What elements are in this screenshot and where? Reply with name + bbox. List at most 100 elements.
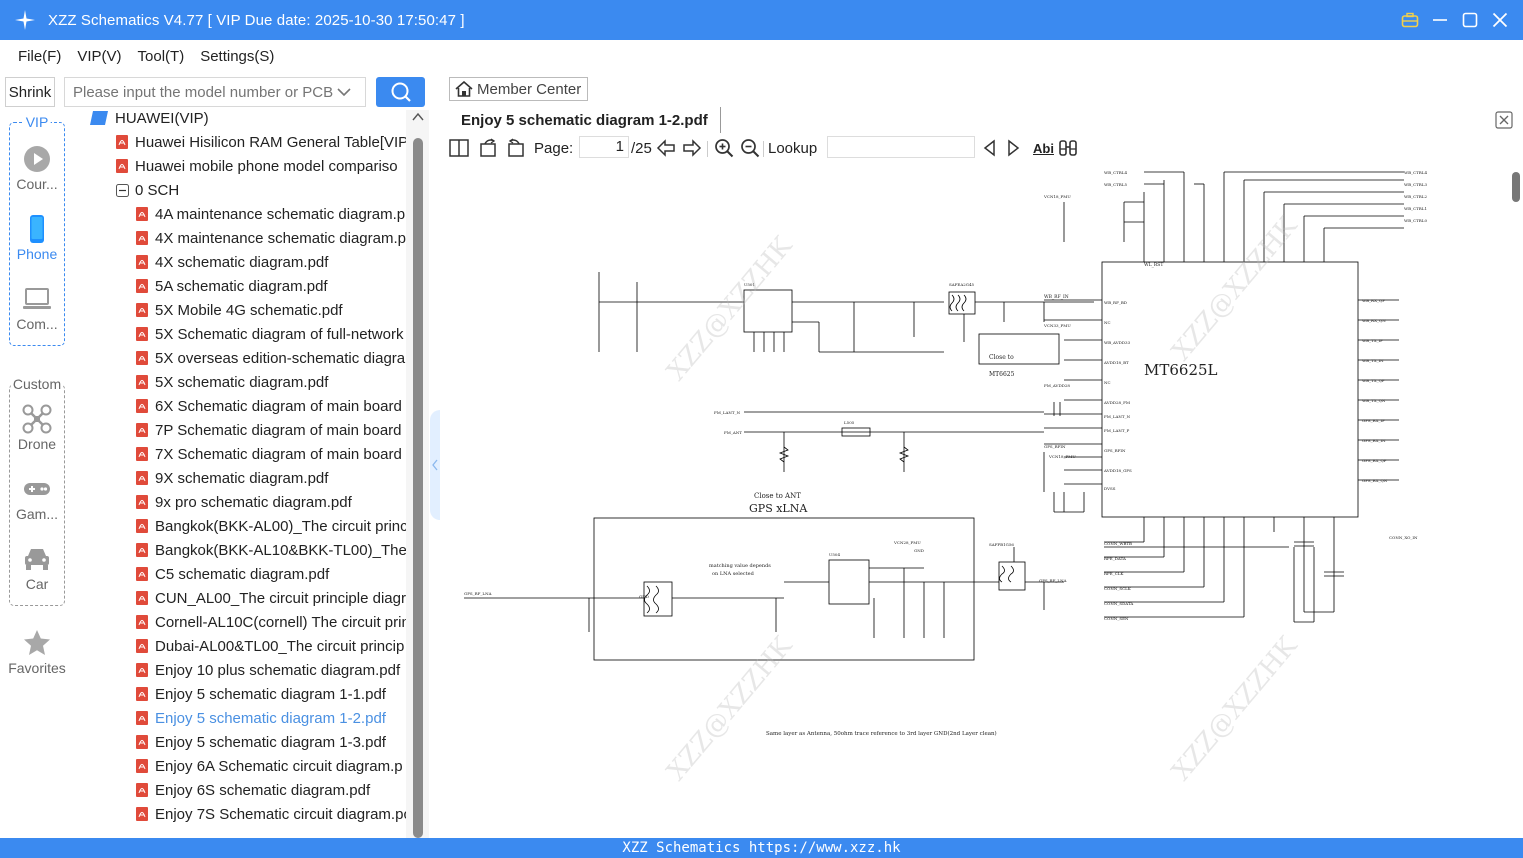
tree-root[interactable]: HUAWEI(VIP)	[90, 110, 209, 130]
tree-file-label: Enjoy 10 plus schematic diagram.pdf	[155, 661, 401, 679]
tree-file-item[interactable]: 4X schematic diagram.pdf	[136, 250, 328, 274]
panel-splitter[interactable]	[430, 410, 440, 520]
find-previous-icon[interactable]	[982, 139, 996, 157]
close-icon[interactable]	[1491, 11, 1509, 29]
tree-file-item[interactable]: 5X overseas edition-schematic diagra	[136, 346, 405, 370]
svg-text:AVDD18_GPS: AVDD18_GPS	[1103, 468, 1132, 473]
nav-favorites-label: Favorites	[8, 660, 66, 676]
close-tab-icon[interactable]	[1495, 111, 1513, 129]
tree-file-item[interactable]: Enjoy 10 plus schematic diagram.pdf	[136, 658, 400, 682]
scroll-up-icon[interactable]	[412, 112, 424, 122]
svg-text:GPS_RX_QN: GPS_RX_QN	[1362, 478, 1388, 483]
pdf-file-icon	[136, 783, 148, 797]
tree-file-item[interactable]: Bangkok(BKK-AL10&BKK-TL00)_The c	[136, 538, 418, 562]
maximize-icon[interactable]	[1461, 11, 1479, 29]
minimize-icon[interactable]	[1431, 11, 1449, 29]
tree-file-item[interactable]: Enjoy 6A Schematic circuit diagram.p	[136, 754, 403, 778]
search-button[interactable]	[376, 77, 425, 107]
tree-scroll-thumb[interactable]	[413, 138, 423, 838]
watermark-2: XZZ@XZZHK	[1166, 211, 1303, 367]
tree-file-item[interactable]: C5 schematic diagram.pdf	[136, 562, 329, 586]
tree-file-item[interactable]: 6X Schematic diagram of main board	[136, 394, 402, 418]
svg-text:WB_CTRL0: WB_CTRL0	[1404, 218, 1427, 223]
tree-file-label: CUN_AL00_The circuit principle diagra	[155, 589, 415, 607]
svg-text:CONN_SCLK: CONN_SCLK	[1104, 586, 1132, 591]
tree-file-item[interactable]: Dubai-AL00&TL00_The circuit princip	[136, 634, 404, 658]
tree-file-item[interactable]: 4X maintenance schematic diagram.p	[136, 226, 406, 250]
tree-file-item[interactable]: 7X Schematic diagram of main board	[136, 442, 402, 466]
toggle-sidebar-icon[interactable]	[449, 139, 469, 157]
svg-text:VCN18_PMU: VCN18_PMU	[1043, 194, 1071, 199]
tree-file-item[interactable]: 7P Schematic diagram of main board	[136, 418, 402, 442]
zoom-in-icon[interactable]	[714, 138, 734, 158]
rotate-left-icon[interactable]	[479, 138, 499, 158]
binoculars-icon[interactable]	[1058, 139, 1078, 157]
tree-folder-item[interactable]: 0 SCH	[116, 178, 179, 202]
tree-file-item[interactable]: Huawei Hisilicon RAM General Table[VIP	[116, 130, 408, 154]
menu-file[interactable]: File(F)	[18, 47, 62, 65]
tree-root-label: HUAWEI(VIP)	[115, 110, 209, 127]
tree-file-item[interactable]: 4A maintenance schematic diagram.p	[136, 202, 405, 226]
tree-file-label: Enjoy 5 schematic diagram 1-3.pdf	[155, 733, 386, 751]
member-center-button[interactable]: Member Center	[449, 77, 588, 101]
menu-vip[interactable]: VIP(V)	[77, 47, 122, 65]
nav-car[interactable]: Car	[9, 544, 65, 592]
viewer-scroll-thumb[interactable]	[1512, 172, 1520, 202]
lookup-input[interactable]	[827, 136, 975, 158]
next-page-icon[interactable]	[682, 139, 702, 157]
svg-text:SAFFB1G56: SAFFB1G56	[989, 542, 1014, 547]
nav-game[interactable]: Gam...	[9, 474, 65, 522]
watermark-4: XZZ@XZZHK	[1166, 631, 1303, 787]
viewer-scrollbar[interactable]	[1509, 162, 1523, 838]
collapse-minus-icon[interactable]	[116, 183, 129, 197]
svg-text:GND: GND	[639, 594, 649, 599]
menu-settings[interactable]: Settings(S)	[200, 47, 275, 65]
tree-file-item[interactable]: Enjoy 5 schematic diagram 1-3.pdf	[136, 730, 386, 754]
tree-file-label: Enjoy 5 schematic diagram 1-1.pdf	[155, 685, 386, 703]
match-case-button[interactable]: Abi	[1033, 140, 1054, 156]
nav-phone[interactable]: Phone	[9, 214, 65, 262]
tree-file-item[interactable]: 5X schematic diagram.pdf	[136, 370, 328, 394]
svg-text:U504: U504	[829, 552, 840, 557]
tree-file-item[interactable]: Enjoy 5 schematic diagram 1-2.pdf	[136, 706, 386, 730]
tree-file-label: 5X overseas edition-schematic diagra	[155, 349, 406, 367]
tree-file-item[interactable]: Enjoy 6S schematic diagram.pdf	[136, 778, 370, 802]
svg-text:WB_CTRL1: WB_CTRL1	[1404, 206, 1427, 211]
search-input[interactable]	[73, 83, 335, 101]
menu-tool[interactable]: Tool(T)	[137, 47, 185, 65]
vip-group-label: VIP	[23, 114, 51, 130]
tree-file-item[interactable]: 9x pro schematic diagram.pdf	[136, 490, 352, 514]
nav-favorites[interactable]: Favorites	[0, 628, 74, 676]
pdf-file-icon	[136, 471, 148, 485]
shrink-button[interactable]: Shrink	[5, 77, 55, 107]
vip-briefcase-icon[interactable]	[1401, 11, 1419, 29]
previous-page-icon[interactable]	[656, 139, 676, 157]
find-next-icon[interactable]	[1007, 139, 1021, 157]
tree-file-item[interactable]: Huawei mobile phone model compariso	[116, 154, 398, 178]
svg-text:FM_LANT_P: FM_LANT_P	[1104, 428, 1130, 433]
tree-file-item[interactable]: 5X Schematic diagram of full-network	[136, 322, 403, 346]
nav-course[interactable]: Cour...	[9, 144, 65, 192]
pdf-file-icon	[136, 303, 148, 317]
rotate-right-icon[interactable]	[505, 138, 525, 158]
car-icon	[25, 549, 49, 570]
tree-file-item[interactable]: Enjoy 7S Schematic circuit diagram.pc	[136, 802, 411, 826]
tree-file-item[interactable]: 5A schematic diagram.pdf	[136, 274, 328, 298]
tree-file-item[interactable]: 5X Mobile 4G schematic.pdf	[136, 298, 343, 322]
tree-file-item[interactable]: Cornell-AL10C(cornell) The circuit prin	[136, 610, 410, 634]
zoom-out-icon[interactable]	[740, 138, 760, 158]
nav-computer[interactable]: Com...	[9, 284, 65, 332]
tab-current-document[interactable]: Enjoy 5 schematic diagram 1-2.pdf	[449, 107, 721, 133]
tree-scrollbar[interactable]	[406, 110, 429, 838]
pdf-page[interactable]: WL_RST WB_RF_IN WB_RF_BD NC WB_AVDD33 AV…	[444, 162, 1509, 838]
tree-file-item[interactable]: Bangkok(BKK-AL00)_The circuit princ	[136, 514, 408, 538]
page-total: /25	[631, 139, 652, 157]
tree-file-item[interactable]: Enjoy 5 schematic diagram 1-1.pdf	[136, 682, 386, 706]
nav-drone[interactable]: Drone	[9, 404, 65, 452]
tree-file-item[interactable]: CUN_AL00_The circuit principle diagra	[136, 586, 414, 610]
svg-text:RFE_CLK: RFE_CLK	[1104, 571, 1124, 576]
page-number-input[interactable]: 1	[579, 136, 629, 158]
chevron-down-icon[interactable]	[337, 87, 351, 97]
file-tree: HUAWEI(VIP) Huawei Hisilicon RAM General…	[74, 110, 419, 838]
tree-file-item[interactable]: 9X schematic diagram.pdf	[136, 466, 328, 490]
